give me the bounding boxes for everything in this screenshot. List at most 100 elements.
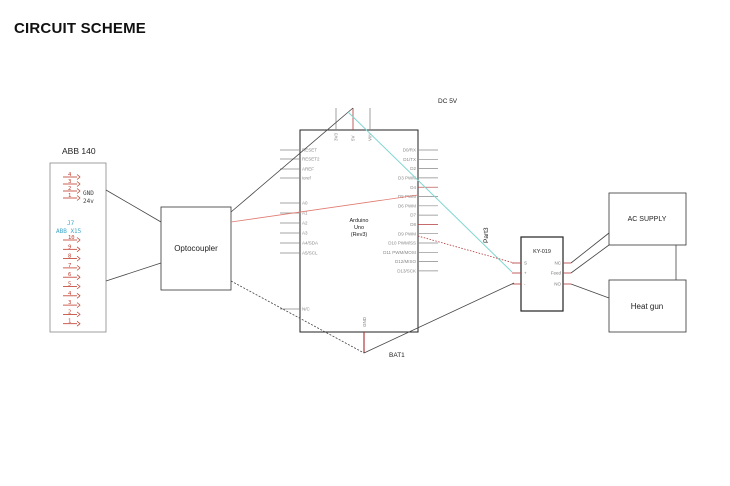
arduino-left-pin-label: A2 <box>302 221 308 226</box>
abb-bottom-pin-arrow <box>76 283 81 290</box>
arduino-left-pin-label: N/C <box>302 307 311 312</box>
abb-gnd-label: GND <box>83 190 94 197</box>
arduino-left-pin-label: RESET2 <box>302 157 320 162</box>
abb-bottom-pin-number: 9 <box>68 244 71 250</box>
arduino-right-pin-label: D3 PWM <box>398 176 416 181</box>
abb-bottom-pin-number: 4 <box>68 291 72 297</box>
arduino-right-pin-label: D8 <box>410 222 416 227</box>
arduino-right-pin-label: D11 PWM/MOSI <box>383 250 416 255</box>
arduino-right-pin-label: D1/TX <box>403 157 416 162</box>
wire-opto-d4 <box>230 194 419 223</box>
abb-bottom-pin-arrow <box>76 320 81 327</box>
abb-top-pin-arrow <box>76 195 81 201</box>
abb-bottom-pin-arrow <box>76 293 81 299</box>
arduino-right-pin-label: D7 <box>410 213 416 218</box>
arduino-right-pin-label: D2 <box>410 166 416 171</box>
arduino-right-pin-label: D12/MISO <box>395 259 417 264</box>
wire-relay-ac <box>570 232 610 264</box>
abb-bottom-pin-number: 8 <box>68 254 71 260</box>
relay-left-pin-label: + <box>524 271 527 276</box>
abb-bottom-pin-arrow <box>76 265 81 271</box>
optocoupler-box <box>160 206 232 291</box>
arduino-right-pin-label: D9 PWM <box>398 231 416 236</box>
arduino-left-pin-label: A3 <box>302 231 308 236</box>
ac-supply-label: AC SUPPLY <box>628 216 667 223</box>
arduino-right-pin-label: D10 PWM/SS <box>388 241 416 246</box>
arduino-top-pin-label: VIN <box>368 133 373 141</box>
wire-opto-5v <box>230 107 354 213</box>
arduino-left-pin-label: ioref <box>302 176 312 181</box>
arduino-left-pin-label: A1 <box>302 211 308 216</box>
abb-bottom-pin-number: 7 <box>68 263 71 269</box>
arduino-right-pin-label: D0/RX <box>403 148 416 153</box>
relay-module <box>520 236 564 312</box>
part3-label: Part3 <box>483 227 490 243</box>
wire-5v-relay <box>347 111 513 273</box>
arduino-right-pin-label: D4 <box>410 185 416 190</box>
abb-bottom-pin-arrow <box>76 246 81 253</box>
bat1-label: BAT1 <box>389 352 405 359</box>
abb-subtitle: ABB X15 <box>56 228 82 235</box>
abb-top-pin-arrow <box>76 174 81 180</box>
abb-bottom-pins: 10 9 8 7 6 5 4 3 2 1 <box>63 235 81 327</box>
abb-top-pin-number: 3 <box>68 179 71 185</box>
relay-title: KY-019 <box>533 249 551 255</box>
optocoupler-label: Optocoupler <box>174 244 218 253</box>
arduino-board <box>299 129 419 333</box>
arduino-name-2: Uno <box>354 225 364 231</box>
arduino-left-pin-label: A4/SDA <box>302 241 318 246</box>
arduino-name-1: Arduino <box>350 218 369 224</box>
abb-bottom-pin-arrow <box>76 237 81 243</box>
arduino-left-pin-label: AREF <box>302 167 314 172</box>
arduino-top-pin-label: 5V <box>351 135 356 141</box>
abb-top-pin-number: 1 <box>68 193 71 199</box>
arduino-top-pin-label: 3V3 <box>334 132 339 141</box>
heat-gun-box <box>608 279 687 333</box>
wire-d8-relay <box>417 235 515 264</box>
relay-right-pin-label: NC <box>555 261 562 266</box>
abb-bottom-pin-number: 1 <box>68 319 71 325</box>
abb-bottom-pin-number: 3 <box>68 300 71 306</box>
abb-top-pin-arrow <box>76 188 81 194</box>
relay-left-pin-label: S <box>524 261 527 266</box>
arduino-left-pin-label: A0 <box>302 201 308 206</box>
abb-bottom-pin-arrow <box>76 302 81 308</box>
heat-gun-label: Heat gun <box>631 302 663 311</box>
abb-bottom-pin-number: 6 <box>68 272 71 278</box>
arduino-right-pin-label: D13/SCK <box>397 269 416 274</box>
wire-opto-gnd <box>230 280 365 354</box>
arduino-top-pins: 3V3 5V VIN <box>334 108 373 141</box>
relay-left-pin-label: - <box>524 282 526 287</box>
wire-gnd-relay <box>363 282 515 354</box>
abb-bottom-pin-number: 5 <box>68 282 71 288</box>
abb-bottom-pin-arrow <box>76 255 81 262</box>
abb-title: ABB 140 <box>62 146 96 156</box>
arduino-left-pin-label: RESET <box>302 148 317 153</box>
arduino-name-3: (Rev3) <box>351 232 368 238</box>
arduino-left-pin-label: A5/SCL <box>302 251 318 256</box>
abb-top-pin-number: 2 <box>68 186 71 192</box>
abb-bottom-pin-number: 10 <box>68 235 75 241</box>
wire-relay-heatgun <box>570 283 610 299</box>
ac-supply-box <box>608 192 687 246</box>
abb-24v-label: 24v <box>83 198 94 205</box>
dc5v-label: DC 5V <box>438 98 458 105</box>
abb-bottom-pin-arrow <box>76 311 81 318</box>
wire-relay-feed <box>570 244 610 274</box>
relay-right-pin-label: Feed <box>551 271 562 276</box>
abb-ref: J7 <box>67 220 75 227</box>
abb-bottom-pin-arrow <box>76 274 81 280</box>
abb-bottom-pin-number: 2 <box>68 309 71 315</box>
abb-top-pin-number: 4 <box>68 172 72 178</box>
wire-abb-bottom-opto <box>105 262 162 282</box>
abb-top-pin-arrow <box>76 181 81 187</box>
page-title: CIRCUIT SCHEME <box>14 20 146 37</box>
arduino-gnd-pin-label: GND <box>362 316 367 327</box>
wires <box>105 107 677 354</box>
wire-abb-top-opto <box>105 189 162 223</box>
arduino-right-pin-label: D6 PWM <box>398 203 416 208</box>
